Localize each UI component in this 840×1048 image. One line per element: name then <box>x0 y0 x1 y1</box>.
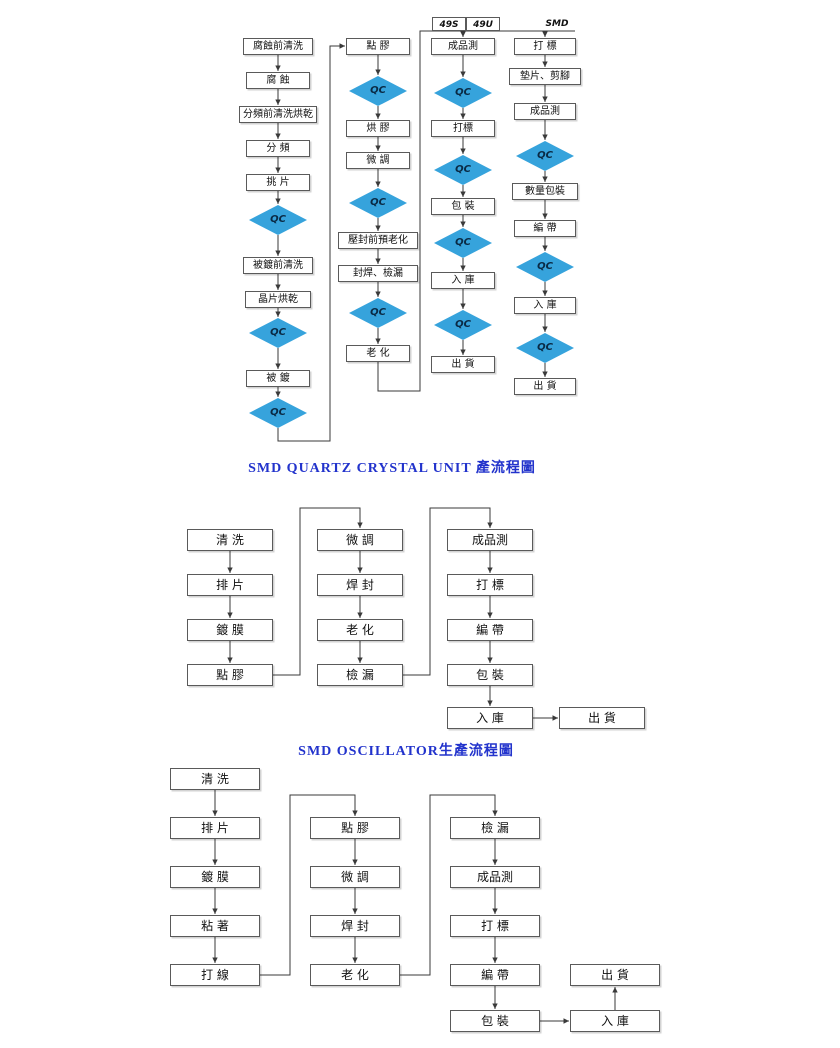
process-step-box: 包 裝 <box>447 664 533 686</box>
process-step-box: 點 膠 <box>310 817 400 839</box>
process-step-box: 打 標 <box>514 38 576 55</box>
process-step-box: 老 化 <box>317 619 403 641</box>
process-step-box: 晶片烘乾 <box>245 291 311 308</box>
process-step-box: 老 化 <box>310 964 400 986</box>
process-step-box: 被 鍍 <box>246 370 310 387</box>
process-step-box: 挑 片 <box>246 174 310 191</box>
process-step-box: 檢 漏 <box>317 664 403 686</box>
process-step-box: 腐 蝕 <box>246 72 310 89</box>
process-step-box: 編 帶 <box>447 619 533 641</box>
qc-decision-diamond: QC <box>434 310 492 340</box>
process-step-box: 點 膠 <box>346 38 410 55</box>
process-step-box: 排 片 <box>187 574 273 596</box>
process-step-box: 清 洗 <box>170 768 260 790</box>
package-type-label: 49U <box>466 17 500 31</box>
qc-decision-diamond: QC <box>434 155 492 185</box>
process-step-box: 分 頻 <box>246 140 310 157</box>
qc-decision-diamond: QC <box>249 398 307 428</box>
process-step-box: 老 化 <box>346 345 410 362</box>
qc-decision-diamond: QC <box>434 228 492 258</box>
process-step-box: 粘 著 <box>170 915 260 937</box>
process-step-box: 微 調 <box>317 529 403 551</box>
process-step-box: 編 帶 <box>450 964 540 986</box>
qc-decision-diamond: QC <box>516 252 574 282</box>
process-step-box: 入 庫 <box>570 1010 660 1032</box>
package-type-label: SMD <box>545 19 569 29</box>
chart-title-oscillator: SMD OSCILLATOR生產流程圖 <box>298 744 514 759</box>
process-step-box: 打 標 <box>450 915 540 937</box>
qc-decision-diamond: QC <box>349 298 407 328</box>
process-step-box: 清 洗 <box>187 529 273 551</box>
process-step-box: 墊片、剪腳 <box>509 68 581 85</box>
process-step-box: 出 貨 <box>514 378 576 395</box>
process-step-box: 點 膠 <box>187 664 273 686</box>
process-step-box: 鍍 膜 <box>170 866 260 888</box>
process-step-box: 成品測 <box>447 529 533 551</box>
process-step-box: 封焊、檢漏 <box>338 265 418 282</box>
process-step-box: 包 裝 <box>450 1010 540 1032</box>
process-step-box: 焊 封 <box>317 574 403 596</box>
process-step-box: 打 線 <box>170 964 260 986</box>
qc-decision-diamond: QC <box>249 318 307 348</box>
process-step-box: 入 庫 <box>447 707 533 729</box>
qc-decision-diamond: QC <box>349 76 407 106</box>
process-step-box: 焊 封 <box>310 915 400 937</box>
process-step-box: 鍍 膜 <box>187 619 273 641</box>
qc-decision-diamond: QC <box>516 141 574 171</box>
process-step-box: 烘 膠 <box>346 120 410 137</box>
package-type-label: 49S <box>432 17 466 31</box>
process-step-box: 打標 <box>431 120 495 137</box>
process-step-box: 微 調 <box>346 152 410 169</box>
process-step-box: 成品測 <box>514 103 576 120</box>
process-step-box: 被鍍前清洗 <box>243 257 313 274</box>
process-step-box: 入 庫 <box>514 297 576 314</box>
process-step-box: 壓封前預老化 <box>338 232 418 249</box>
chart-title-quartz-crystal-unit: SMD QUARTZ CRYSTAL UNIT 產流程圖 <box>248 461 536 476</box>
process-step-box: 微 調 <box>310 866 400 888</box>
process-step-box: 包 裝 <box>431 198 495 215</box>
process-step-box: 腐蝕前清洗 <box>243 38 313 55</box>
process-step-box: 編 帶 <box>514 220 576 237</box>
process-step-box: 成品測 <box>450 866 540 888</box>
process-step-box: 出 貨 <box>570 964 660 986</box>
process-step-box: 排 片 <box>170 817 260 839</box>
qc-decision-diamond: QC <box>349 188 407 218</box>
qc-decision-diamond: QC <box>249 205 307 235</box>
qc-decision-diamond: QC <box>434 78 492 108</box>
process-step-box: 入 庫 <box>431 272 495 289</box>
process-step-box: 成品測 <box>431 38 495 55</box>
process-step-box: 出 貨 <box>431 356 495 373</box>
process-step-box: 數量包裝 <box>512 183 578 200</box>
process-step-box: 分頻前清洗烘乾 <box>239 106 317 123</box>
qc-decision-diamond: QC <box>516 333 574 363</box>
process-step-box: 檢 漏 <box>450 817 540 839</box>
process-step-box: 出 貨 <box>559 707 645 729</box>
process-step-box: 打 標 <box>447 574 533 596</box>
